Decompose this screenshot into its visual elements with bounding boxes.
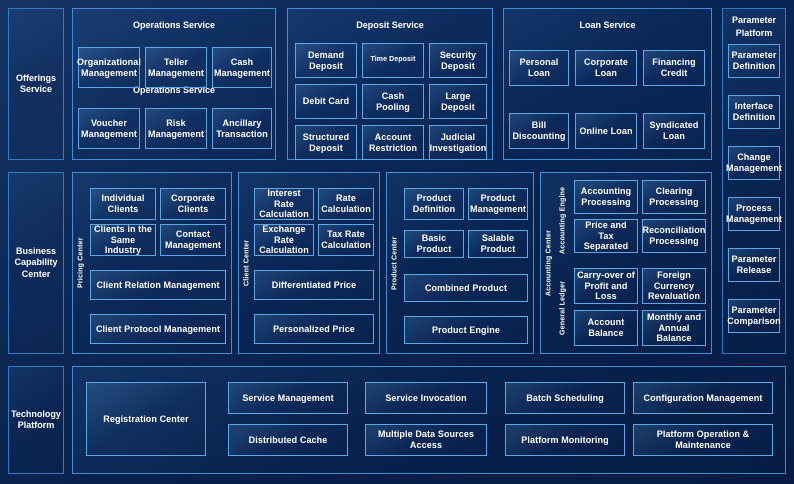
group-sublabel-operations-service: Operations Service <box>132 85 216 95</box>
tile-judicial-investigation[interactable]: Judicial Investigation <box>429 125 487 160</box>
row-business-capability-rail <box>8 172 64 354</box>
tile-cash-pooling[interactable]: Cash Pooling <box>362 84 424 119</box>
tile-multiple-data-sources-access[interactable]: Multiple Data Sources Access <box>365 424 487 456</box>
tile-batch-scheduling[interactable]: Batch Scheduling <box>505 382 625 414</box>
tile-structured-deposit[interactable]: Structured Deposit <box>295 125 357 160</box>
tile-account-balance[interactable]: Account Balance <box>574 310 638 346</box>
tile-differentiated-price[interactable]: Differentiated Price <box>254 270 374 300</box>
tile-salable-product[interactable]: Salable Product <box>468 230 528 258</box>
tile-foreign-currency-revaluation[interactable]: Foreign Currency Revaluation <box>642 268 706 304</box>
tile-exchange-rate-calculation[interactable]: Exchange Rate Calculation <box>254 224 314 256</box>
group-operations-service <box>72 8 276 160</box>
tile-change-management[interactable]: Change Management <box>726 146 782 180</box>
group-loan-service <box>503 8 712 160</box>
tile-risk-management[interactable]: Risk Management <box>145 108 207 149</box>
tile-corporate-loan[interactable]: Corporate Loan <box>575 50 637 86</box>
tile-clearing-processing[interactable]: Clearing Processing <box>642 180 706 214</box>
group-product-center <box>386 172 534 354</box>
sidebar-label-parameter-platform: Parameter Platform <box>722 14 786 39</box>
tile-combined-product[interactable]: Combined Product <box>404 274 528 302</box>
tile-ancillary-transaction[interactable]: Ancillary Transaction <box>212 108 272 149</box>
tile-organizational-management[interactable]: Organizational Management <box>77 47 141 88</box>
tile-time-deposit[interactable]: Time Deposit <box>362 43 424 78</box>
row-technology-platform-rail <box>8 366 64 474</box>
tile-personal-loan[interactable]: Personal Loan <box>509 50 569 86</box>
row-offerings-rail <box>8 8 64 160</box>
sidebar-parameter-platform <box>722 8 786 354</box>
tile-service-invocation[interactable]: Service Invocation <box>365 382 487 414</box>
group-label-operations-service: Operations Service <box>132 20 216 30</box>
tile-online-loan[interactable]: Online Loan <box>575 113 637 149</box>
tile-interest-rate-calculation[interactable]: Interest Rate Calculation <box>254 188 314 220</box>
group-label-pricing-center: Pricing Center <box>77 237 85 289</box>
tile-client-protocol-management[interactable]: Client Protocol Management <box>90 314 226 344</box>
tile-financing-credit[interactable]: Financing Credit <box>643 50 705 86</box>
tile-contact-management[interactable]: Contact Management <box>160 224 226 256</box>
tile-service-management[interactable]: Service Management <box>228 382 348 414</box>
tile-monthly-annual-balance[interactable]: Monthly and Annual Balance <box>642 310 706 346</box>
rail-label-business-capability: Business Capability Center <box>14 246 58 279</box>
tile-parameter-release[interactable]: Parameter Release <box>728 248 780 282</box>
group-label-accounting-center: Accounting Center <box>545 230 553 297</box>
tile-carry-over-profit-loss[interactable]: Carry-over of Profit and Loss <box>574 268 638 304</box>
group-pricing-center <box>72 172 232 354</box>
group-label-loan-service: Loan Service <box>579 20 636 30</box>
tile-large-deposit[interactable]: Large Deposit <box>429 84 487 119</box>
tile-clients-same-industry[interactable]: Clients in the Same Industry <box>90 224 156 256</box>
tile-platform-operation-maintenance[interactable]: Platform Operation & Maintenance <box>633 424 773 456</box>
group-label-accounting-engine: Accounting Engine <box>559 186 567 254</box>
tile-teller-management[interactable]: Teller Management <box>145 47 207 88</box>
tile-cash-management[interactable]: Cash Management <box>212 47 272 88</box>
tile-tax-rate-calculation[interactable]: Tax Rate Calculation <box>318 224 374 256</box>
tile-price-and-tax-separated[interactable]: Price and Tax Separated <box>574 219 638 253</box>
rail-label-technology-platform: Technology Platform <box>11 408 61 430</box>
group-technology-stack <box>72 366 786 474</box>
group-label-general-ledger: General Ledger <box>559 280 567 336</box>
tile-rate-calculation[interactable]: Rate Calculation <box>318 188 374 220</box>
tile-platform-monitoring[interactable]: Platform Monitoring <box>505 424 625 456</box>
tile-parameter-definition[interactable]: Parameter Definition <box>728 44 780 78</box>
group-label-deposit-service: Deposit Service <box>356 20 424 30</box>
tile-configuration-management[interactable]: Configuration Management <box>633 382 773 414</box>
group-label-product-center: Product Center <box>391 236 399 290</box>
tile-basic-product[interactable]: Basic Product <box>404 230 464 258</box>
tile-process-management[interactable]: Process Management <box>726 197 782 231</box>
tile-client-relation-management[interactable]: Client Relation Management <box>90 270 226 300</box>
tile-product-definition[interactable]: Product Definition <box>404 188 464 220</box>
tile-distributed-cache[interactable]: Distributed Cache <box>228 424 348 456</box>
group-client-center <box>238 172 380 354</box>
tile-interface-definition[interactable]: Interface Definition <box>728 95 780 129</box>
tile-security-deposit[interactable]: Security Deposit <box>429 43 487 78</box>
tile-product-engine[interactable]: Product Engine <box>404 316 528 344</box>
tile-debit-card[interactable]: Debit Card <box>295 84 357 119</box>
tile-demand-deposit[interactable]: Demand Deposit <box>295 43 357 78</box>
tile-corporate-clients[interactable]: Corporate Clients <box>160 188 226 220</box>
group-accounting-center <box>540 172 712 354</box>
tile-syndicated-loan[interactable]: Syndicated Loan <box>643 113 705 149</box>
tile-bill-discounting[interactable]: Bill Discounting <box>509 113 569 149</box>
tile-registration-center[interactable]: Registration Center <box>86 382 206 456</box>
tile-individual-clients[interactable]: Individual Clients <box>90 188 156 220</box>
tile-reconciliation-processing[interactable]: Reconciliation Processing <box>642 219 706 253</box>
sidebar-label-text: Parameter Platform <box>731 15 777 38</box>
tile-voucher-management[interactable]: Voucher Management <box>78 108 140 149</box>
tile-parameter-comparison[interactable]: Parameter Comparison <box>727 299 781 333</box>
tile-personalized-price[interactable]: Personalized Price <box>254 314 374 344</box>
tile-accounting-processing[interactable]: Accounting Processing <box>574 180 638 214</box>
group-label-client-center: Client Center <box>243 239 251 287</box>
rail-label-offerings: Offerings Service <box>15 72 56 94</box>
tile-account-restriction[interactable]: Account Restriction <box>362 125 424 160</box>
tile-product-management[interactable]: Product Management <box>468 188 528 220</box>
